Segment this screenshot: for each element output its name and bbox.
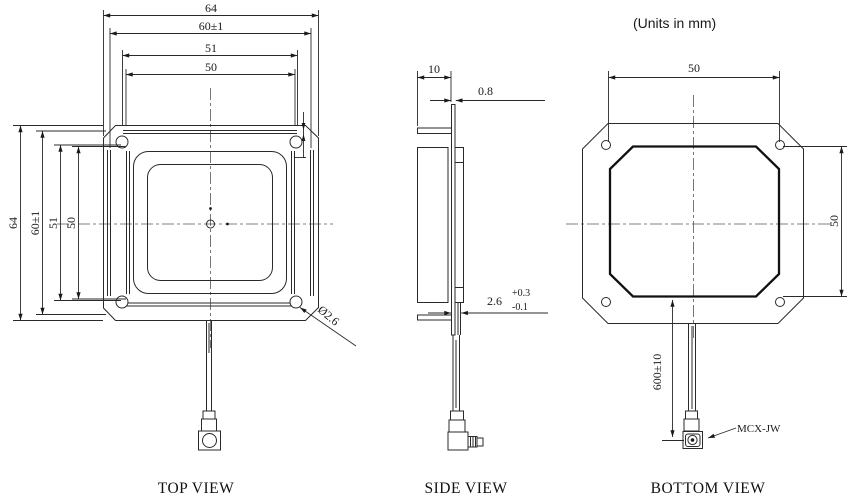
center-dot (226, 222, 229, 226)
housing-side (417, 147, 449, 303)
housing-outline (133, 151, 287, 294)
bottom-flange (417, 314, 452, 321)
dim-bottom-patch-width: 50 (608, 61, 780, 142)
mounting-hole (289, 135, 303, 149)
dim-text: 10 (428, 62, 440, 76)
dim-side-total-thickness: 10 (417, 62, 452, 126)
side-view: 10 0.8 2.6 +0.3 -0.1 (417, 62, 548, 451)
dim-text: 50 (827, 215, 841, 227)
feed-point (206, 219, 215, 229)
bottom-view-cable (682, 323, 703, 449)
patch-stack (454, 147, 464, 303)
dim-tolerance-upper: +0.3 (512, 288, 530, 299)
side-view-cable (447, 335, 484, 451)
dim-top-outer-width: 64 (103, 1, 319, 136)
dim-left-frame-height: 51 (46, 144, 121, 301)
bottom-view: 50 50 600±10 MCX-JW (566, 61, 847, 449)
mcx-connector-end (198, 430, 221, 451)
mcx-connector-end (682, 431, 703, 449)
dim-tolerance-lower: -0.1 (512, 302, 528, 313)
top-view: 64 60±1 51 50 64 (6, 1, 357, 451)
bottom-view-label: BOTTOM VIEW (651, 480, 766, 497)
dim-text: 51 (46, 217, 60, 229)
dim-left-outer-height: 64 (6, 125, 103, 321)
dim-top-patch-width: 50 (125, 60, 296, 126)
units-note: (Units in mm) (633, 15, 716, 31)
mcx-connector-body (447, 431, 469, 451)
dim-left-patch-height: 50 (64, 146, 126, 300)
mounting-hole (289, 295, 303, 309)
ceramic-patch-outline (608, 145, 781, 298)
bottom-view-bracket-outline (582, 123, 804, 324)
mounting-hole (601, 140, 611, 150)
dim-cable-length: 600±10 (650, 300, 684, 441)
dim-top-frame-width: 51 (122, 41, 298, 126)
dim-side-plate-thickness: 0.8 (430, 84, 545, 103)
top-view-label: TOP VIEW (158, 480, 234, 497)
top-view-cable (198, 320, 221, 451)
dim-text: 50 (64, 217, 78, 229)
dim-text: 64 (205, 1, 217, 15)
connector-callout: MCX-JW (707, 423, 781, 439)
dim-side-patch-thickness: 2.6 +0.3 -0.1 (428, 288, 548, 316)
top-view-bracket-outline (103, 125, 319, 321)
dim-text: 50 (688, 61, 700, 75)
dim-text: 50 (205, 60, 217, 74)
dim-left-bracket-height: 60±1 (28, 130, 106, 315)
dim-text: MCX-JW (737, 423, 781, 435)
dim-text: 2.6 (487, 294, 502, 308)
mounting-hole (601, 297, 611, 307)
dim-text: 60±1 (28, 211, 42, 236)
patch-outline (147, 164, 273, 281)
flange-offset-marks (294, 112, 306, 158)
dim-text: 51 (205, 41, 217, 55)
dim-text: 600±10 (650, 354, 664, 391)
bracket-plate (451, 104, 456, 336)
dim-top-bracket-width: 60±1 (109, 19, 312, 148)
center-dot (209, 207, 212, 210)
mounting-hole (775, 140, 785, 150)
dim-text: Ø2.6 (315, 303, 342, 329)
top-flange (417, 127, 452, 134)
side-view-label: SIDE VIEW (425, 480, 508, 497)
mounting-hole (115, 295, 129, 309)
dim-text: 64 (6, 217, 20, 229)
dim-bottom-patch-height: 50 (783, 146, 847, 297)
dim-text: 0.8 (478, 84, 493, 98)
dim-text: 60±1 (199, 19, 224, 33)
mounting-hole (775, 297, 785, 307)
hole-diameter-callout: Ø2.6 (299, 303, 357, 347)
